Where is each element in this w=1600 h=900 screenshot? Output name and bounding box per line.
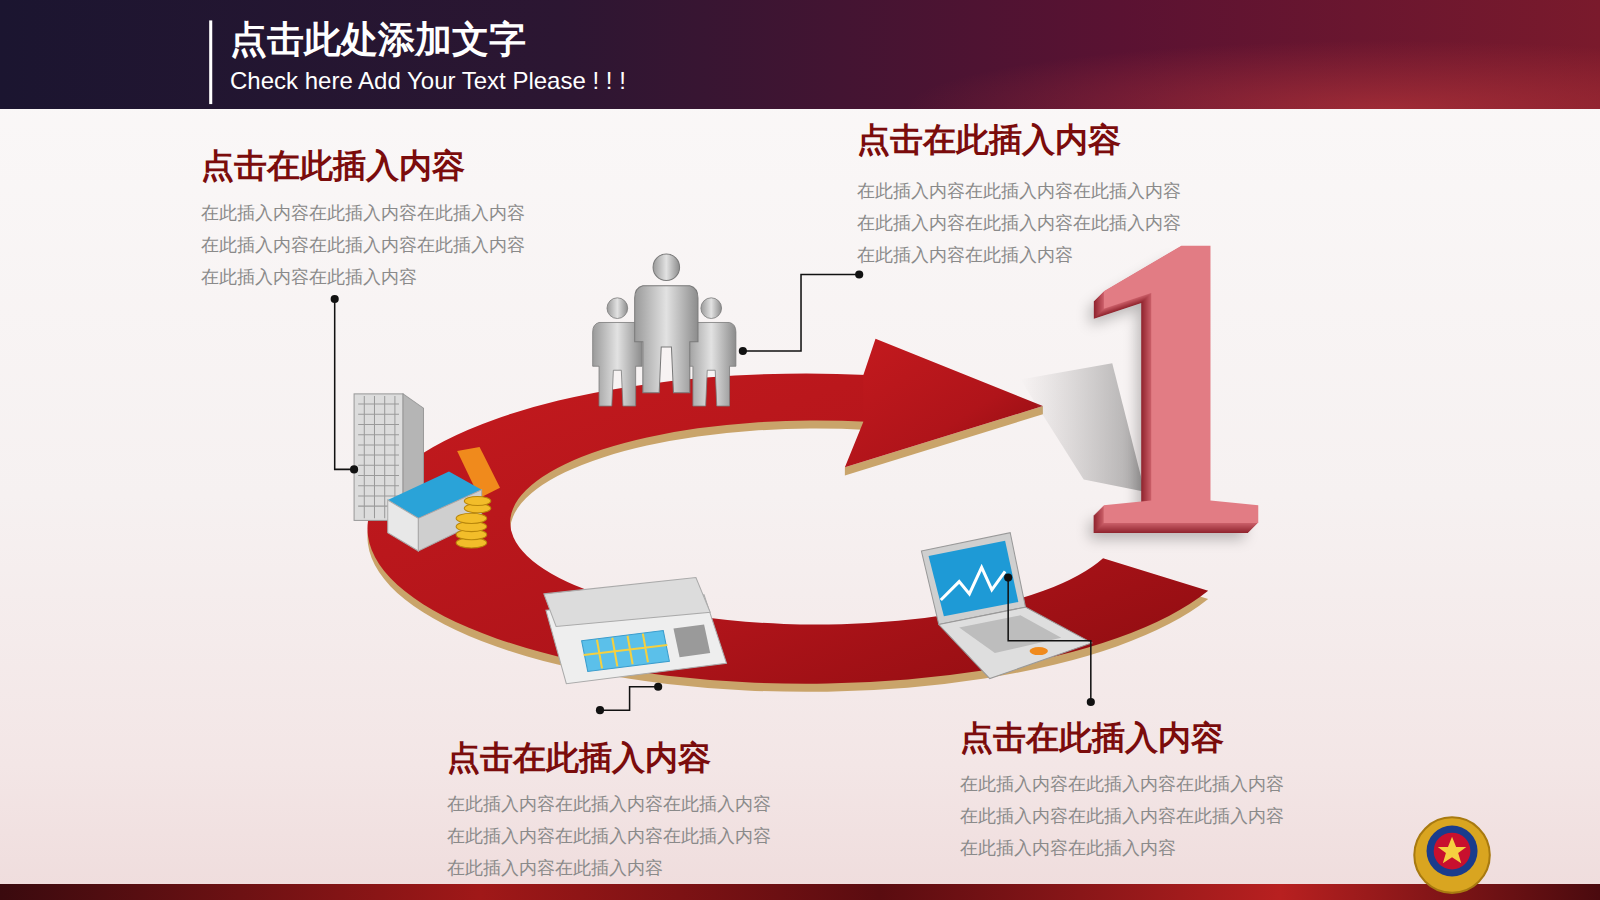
scale-icon-part	[673, 624, 710, 657]
laptop-icon-part	[939, 607, 1092, 678]
leader-dots-part	[654, 683, 662, 691]
laptop-icon	[921, 533, 1091, 679]
slide-subtitle-holder: Check here Add Your Text Please ! ! !	[230, 67, 626, 96]
building-money-icon-part-part	[456, 513, 487, 523]
scale-icon-part	[582, 631, 670, 672]
building-money-icon	[354, 394, 500, 551]
police-emblem-part	[1427, 826, 1478, 877]
scale-icon	[544, 578, 727, 684]
leader-dots-part	[739, 347, 747, 355]
leader-dots-part	[596, 706, 604, 714]
laptop-icon-part	[1030, 647, 1048, 655]
slide-title-holder: 点击此处添加文字	[230, 18, 526, 62]
scale-icon-part	[584, 634, 668, 669]
bottom-strip	[0, 884, 1600, 900]
leader-lines-part	[1008, 578, 1091, 702]
leader-dots	[331, 270, 1095, 714]
leader-lines-part	[335, 299, 354, 469]
building-money-icon-part	[456, 496, 491, 548]
numeral-one: 1	[1070, 172, 1280, 592]
callout-body: 在此插入内容在此插入内容在此插入内容 在此插入内容在此插入内容在此插入内容 在此…	[447, 788, 787, 884]
callout-heading: 点击在此插入内容	[447, 738, 711, 778]
leader-dots-part	[855, 270, 863, 278]
leader-lines	[335, 274, 1091, 710]
callout-heading: 点击在此插入内容	[201, 146, 465, 186]
leader-dots-part	[1004, 573, 1012, 581]
callout-heading: 点击在此插入内容	[857, 120, 1121, 160]
callout-body: 在此插入内容在此插入内容在此插入内容 在此插入内容在此插入内容在此插入内容 在此…	[201, 197, 541, 293]
leader-dots-part	[331, 295, 339, 303]
numeral-one-holder: 1	[1070, 172, 1280, 592]
police-emblem-part	[1434, 833, 1471, 870]
callout-body-holder: 在此插入内容在此插入内容在此插入内容 在此插入内容在此插入内容在此插入内容 在此…	[201, 197, 541, 293]
scale-icon-part	[544, 578, 710, 627]
leader-dots-part	[350, 465, 358, 473]
callout-body: 在此插入内容在此插入内容在此插入内容 在此插入内容在此插入内容在此插入内容 在此…	[960, 768, 1300, 864]
police-emblem-part	[1438, 837, 1467, 864]
people-icon	[593, 254, 736, 406]
leader-lines-part	[600, 687, 658, 710]
leader-dots-part	[1087, 698, 1095, 706]
people-icon-part	[635, 254, 698, 393]
laptop-icon-part	[959, 615, 1061, 653]
header-divider	[209, 20, 212, 104]
building-money-icon-part-part	[464, 496, 491, 505]
callout-heading-holder: 点击在此插入内容	[857, 120, 1121, 160]
slide-subtitle: Check here Add Your Text Please ! ! !	[230, 67, 626, 96]
callout-body-holder: 在此插入内容在此插入内容在此插入内容 在此插入内容在此插入内容在此插入内容 在此…	[447, 788, 787, 884]
building-money-icon-part	[388, 500, 419, 551]
cycle-arrow-part	[845, 339, 1043, 468]
laptop-icon-part	[929, 541, 1019, 617]
callout-heading-holder: 点击在此插入内容	[447, 738, 711, 778]
leader-lines-part	[743, 274, 859, 351]
slide-title: 点击此处添加文字	[230, 18, 526, 62]
police-emblem-part	[1414, 817, 1490, 893]
header-glow	[900, 40, 1600, 109]
laptop-icon-part	[941, 567, 1005, 600]
police-emblem	[1414, 817, 1490, 893]
callout-heading: 点击在此插入内容	[960, 718, 1224, 758]
callout-heading-holder: 点击在此插入内容	[960, 718, 1224, 758]
callout-heading-holder: 点击在此插入内容	[201, 146, 465, 186]
callout-body-holder: 在此插入内容在此插入内容在此插入内容 在此插入内容在此插入内容在此插入内容 在此…	[960, 768, 1300, 864]
